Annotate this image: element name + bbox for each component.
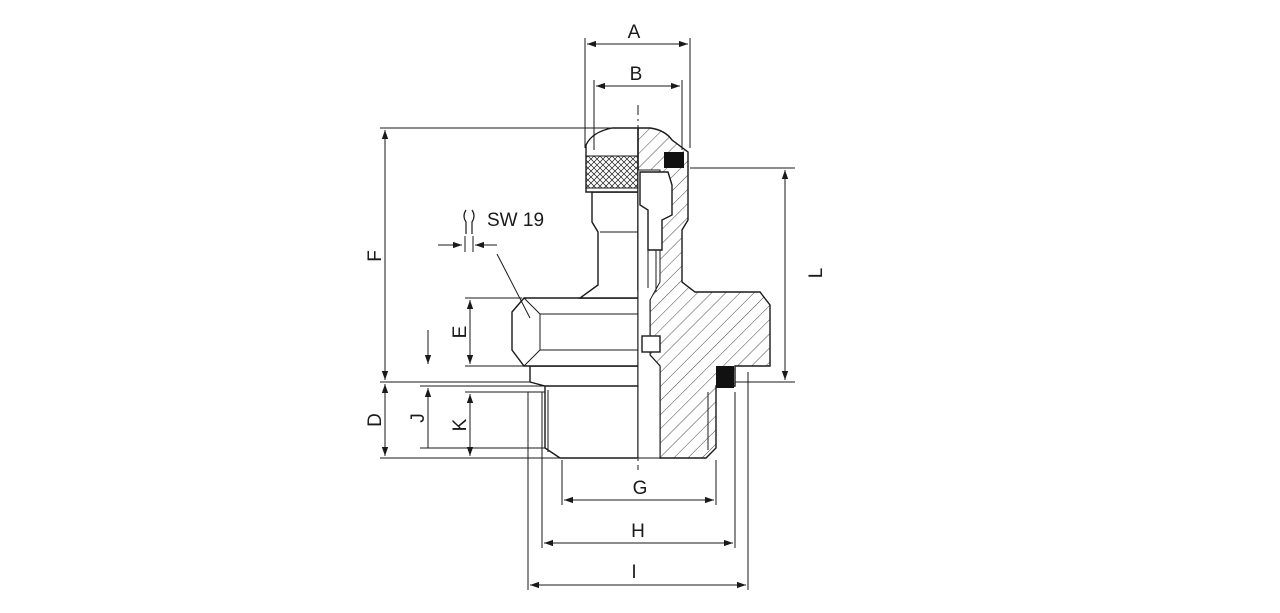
dim-label-l: L (806, 268, 827, 279)
dim-label-d: D (365, 413, 386, 427)
dim-label-h: H (631, 521, 645, 542)
extension-lines (380, 38, 795, 590)
dim-label-b: B (630, 64, 643, 85)
dim-label-a: A (628, 22, 641, 43)
dim-label-i: I (631, 562, 636, 583)
dim-label-f: F (365, 250, 386, 262)
seal-ring-bottom (716, 366, 734, 388)
dimension-lines (381, 40, 789, 589)
wrench-icon (463, 209, 475, 234)
dim-label-k: K (450, 418, 471, 431)
dim-label-j: J (408, 413, 429, 423)
dim-label-e: E (450, 326, 471, 339)
fitting-section-view (637, 127, 771, 459)
dim-label-sw: SW 19 (487, 210, 544, 231)
seal-ring-top (664, 152, 684, 168)
dim-label-g: G (633, 478, 648, 499)
fitting-exterior-view (511, 127, 639, 459)
